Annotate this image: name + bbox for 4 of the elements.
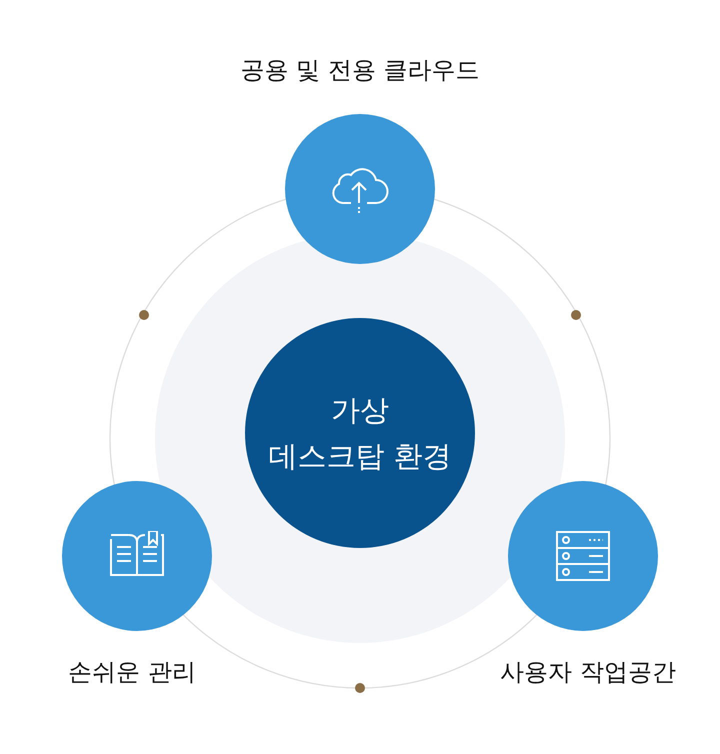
feature-label: 손쉬운 관리 (68, 657, 196, 688)
feature-label: 사용자 작업공간 (500, 657, 676, 688)
feature-label: 공용 및 전용 클라우드 (240, 55, 480, 86)
center-title: 가상 데스크탑 환경 (267, 392, 453, 475)
